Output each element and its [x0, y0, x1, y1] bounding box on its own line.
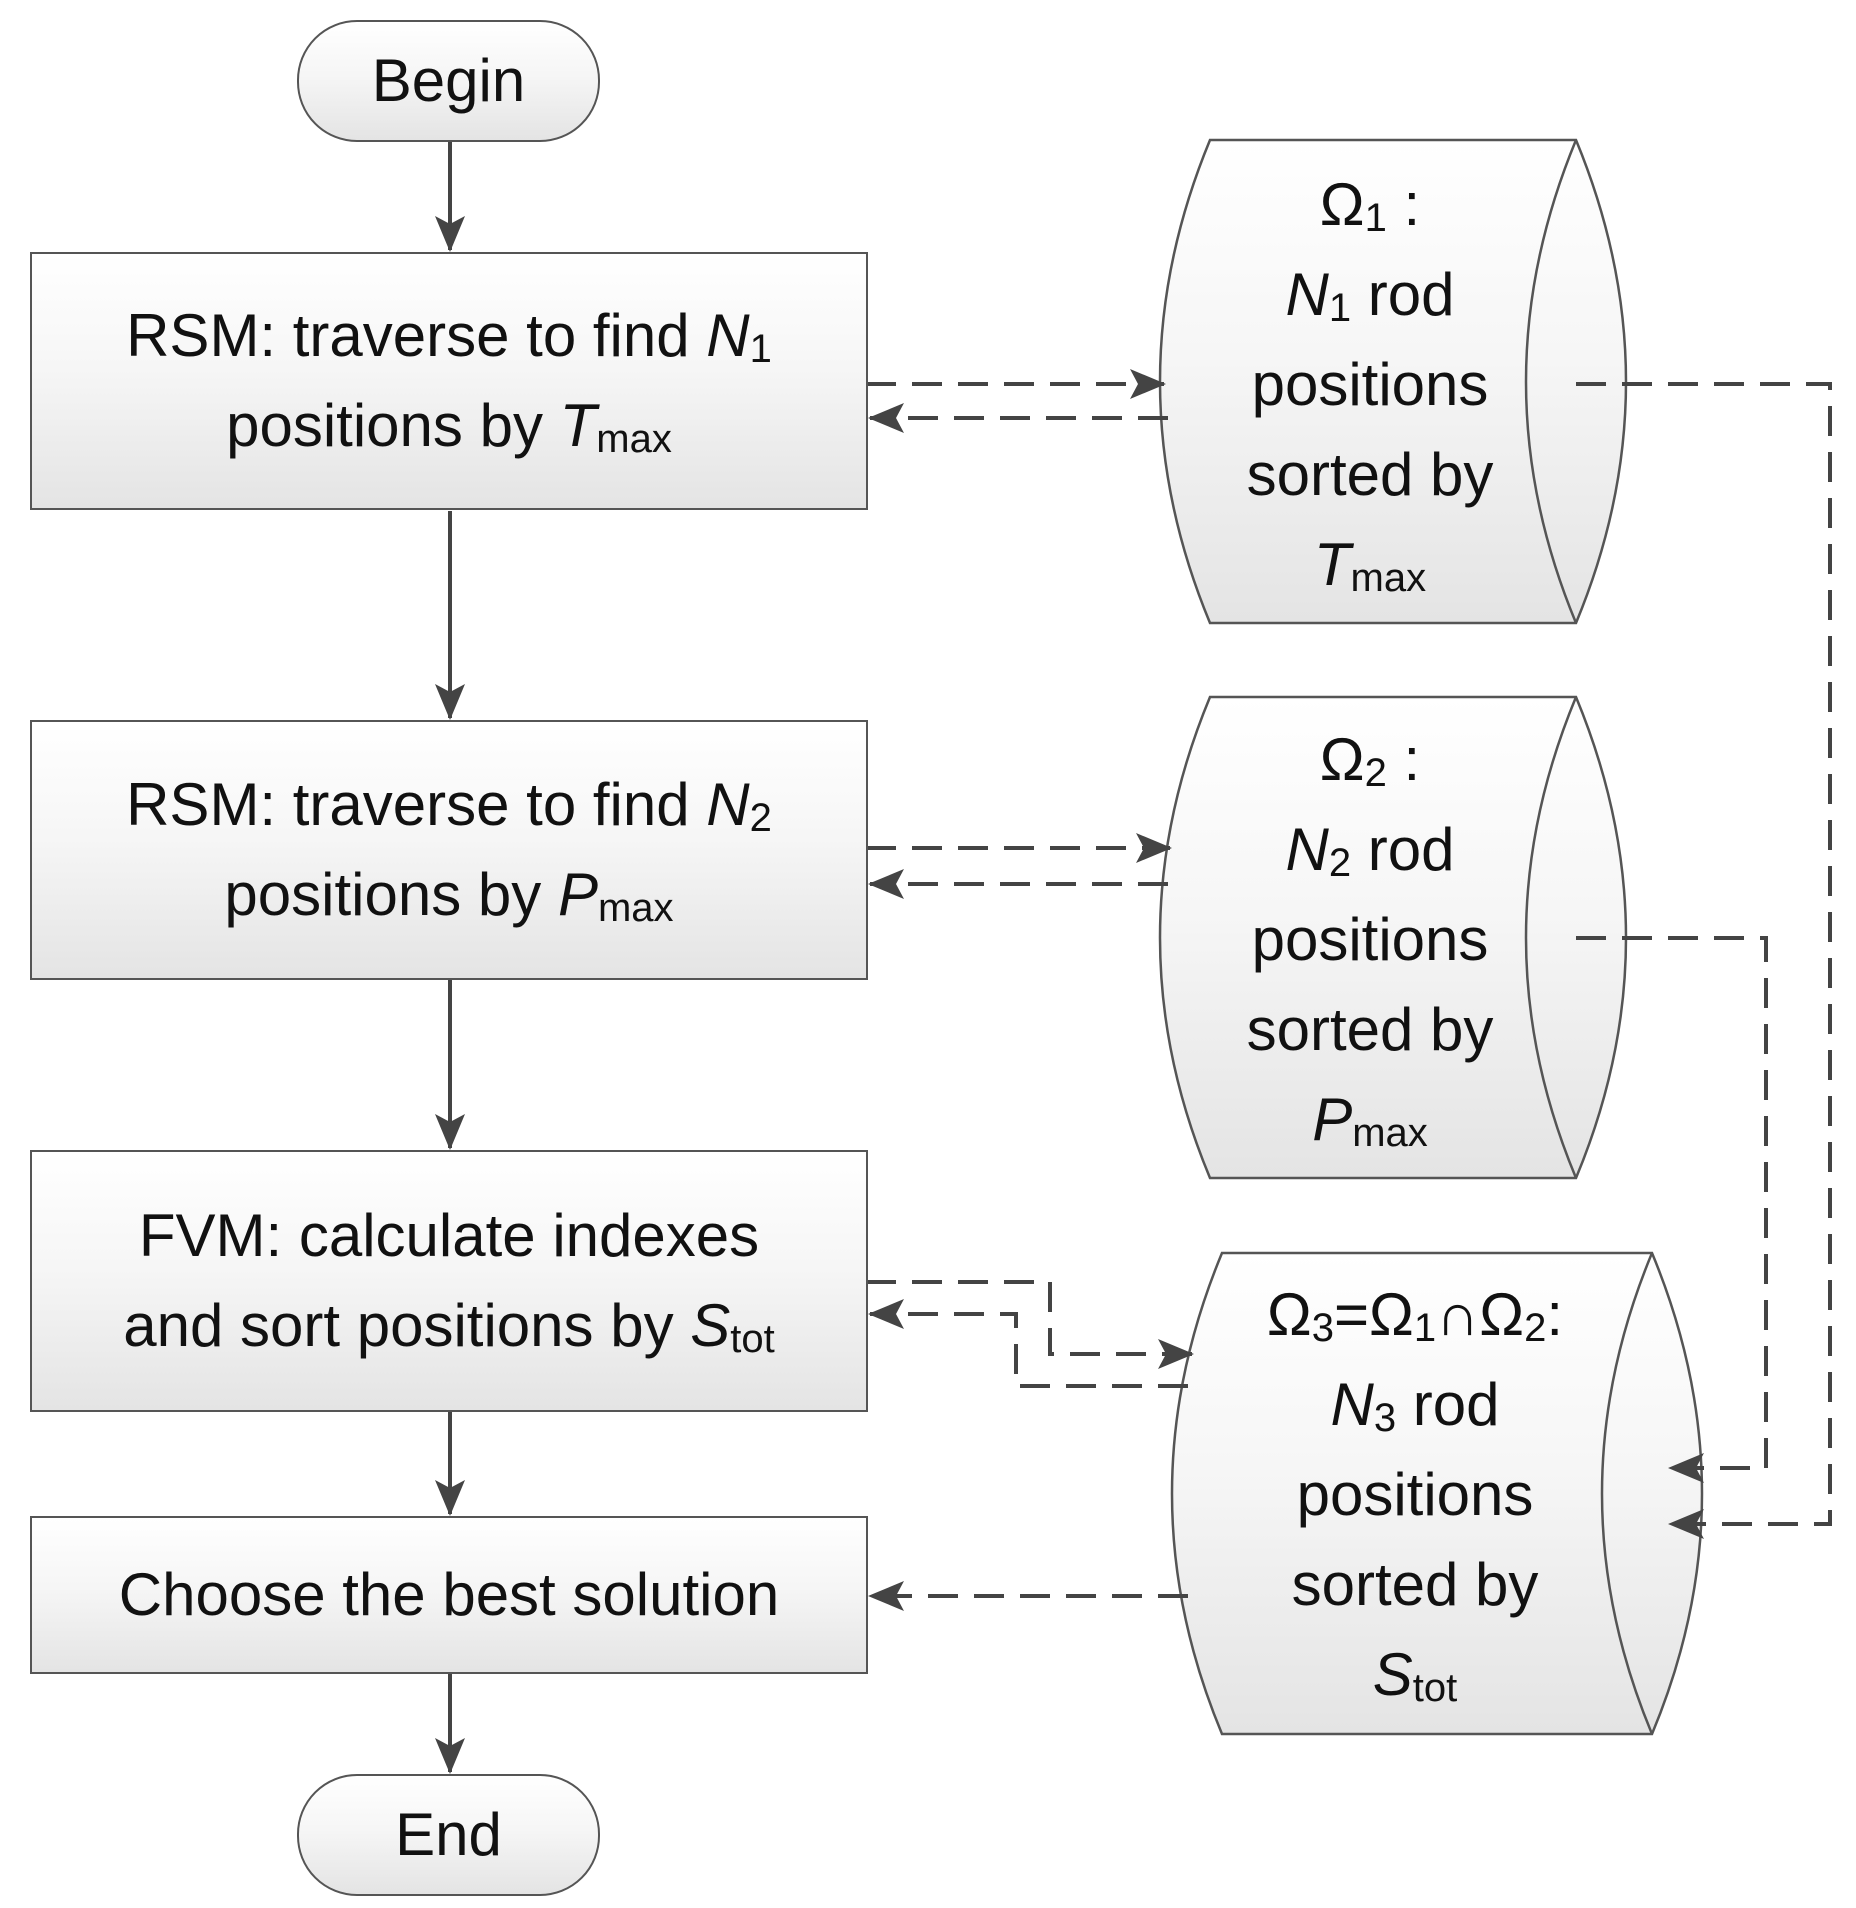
step2-line2: positions by Pmax — [224, 861, 674, 930]
omega3-line1: Ω3=Ω1∩Ω2: — [1266, 1281, 1564, 1350]
omega3-line5: Stot — [1372, 1641, 1458, 1710]
omega1-line2: N1 rod — [1285, 261, 1455, 330]
omega2-line2: N2 rod — [1285, 816, 1455, 885]
dashed-arrow-omega2-to-omega3 — [1576, 936, 1768, 1483]
step1-line1: RSM: traverse to find N1 — [126, 302, 772, 371]
end-label: End — [395, 1801, 502, 1868]
step3-box: FVM: calculate indexes and sort position… — [30, 1150, 868, 1412]
omega2-line4: sorted by — [1246, 996, 1494, 1063]
omega1-line4: sorted by — [1246, 441, 1494, 508]
step4-box: Choose the best solution — [30, 1516, 868, 1674]
omega2-line5: Pmax — [1312, 1086, 1428, 1155]
store-shape-omega1 — [1158, 138, 1628, 625]
step1-line2: positions by Tmax — [226, 392, 672, 461]
step3-line1: FVM: calculate indexes — [138, 1202, 760, 1269]
omega2-line1: Ω2 : — [1319, 726, 1421, 795]
store-shape-omega3 — [1170, 1251, 1704, 1736]
step4-label: Choose the best solution — [118, 1561, 780, 1628]
omega1-line1: Ω1 : — [1319, 171, 1421, 240]
omega1-line5: Tmax — [1313, 531, 1427, 600]
begin-node: Begin — [297, 20, 600, 142]
end-node: End — [297, 1774, 600, 1896]
begin-label: Begin — [371, 47, 526, 114]
omega1-store-label: Ω1 : N1 rod positions sorted by Tmax — [1180, 160, 1560, 610]
dashed-arrow-omega1-to-omega3 — [1576, 382, 1832, 1539]
omega1-line3: positions — [1251, 351, 1489, 418]
step2-box: RSM: traverse to find N2 positions by Pm… — [30, 720, 868, 980]
omega3-store-label: Ω3=Ω1∩Ω2: N3 rod positions sorted by Sto… — [1195, 1270, 1635, 1720]
step1-box: RSM: traverse to find N1 positions by Tm… — [30, 252, 868, 510]
dashed-arrow-omega3-to-step3 — [868, 1299, 1188, 1388]
omega3-line2: N3 rod — [1330, 1371, 1500, 1440]
omega2-store-label: Ω2 : N2 rod positions sorted by Pmax — [1180, 715, 1560, 1165]
step3-line2: and sort positions by Stot — [123, 1292, 775, 1361]
omega3-line3: positions — [1296, 1461, 1534, 1528]
omega3-line4: sorted by — [1291, 1551, 1539, 1618]
dashed-arrow-step3-to-omega3 — [866, 1280, 1194, 1369]
omega2-line3: positions — [1251, 906, 1489, 973]
step2-line1: RSM: traverse to find N2 — [126, 771, 772, 840]
